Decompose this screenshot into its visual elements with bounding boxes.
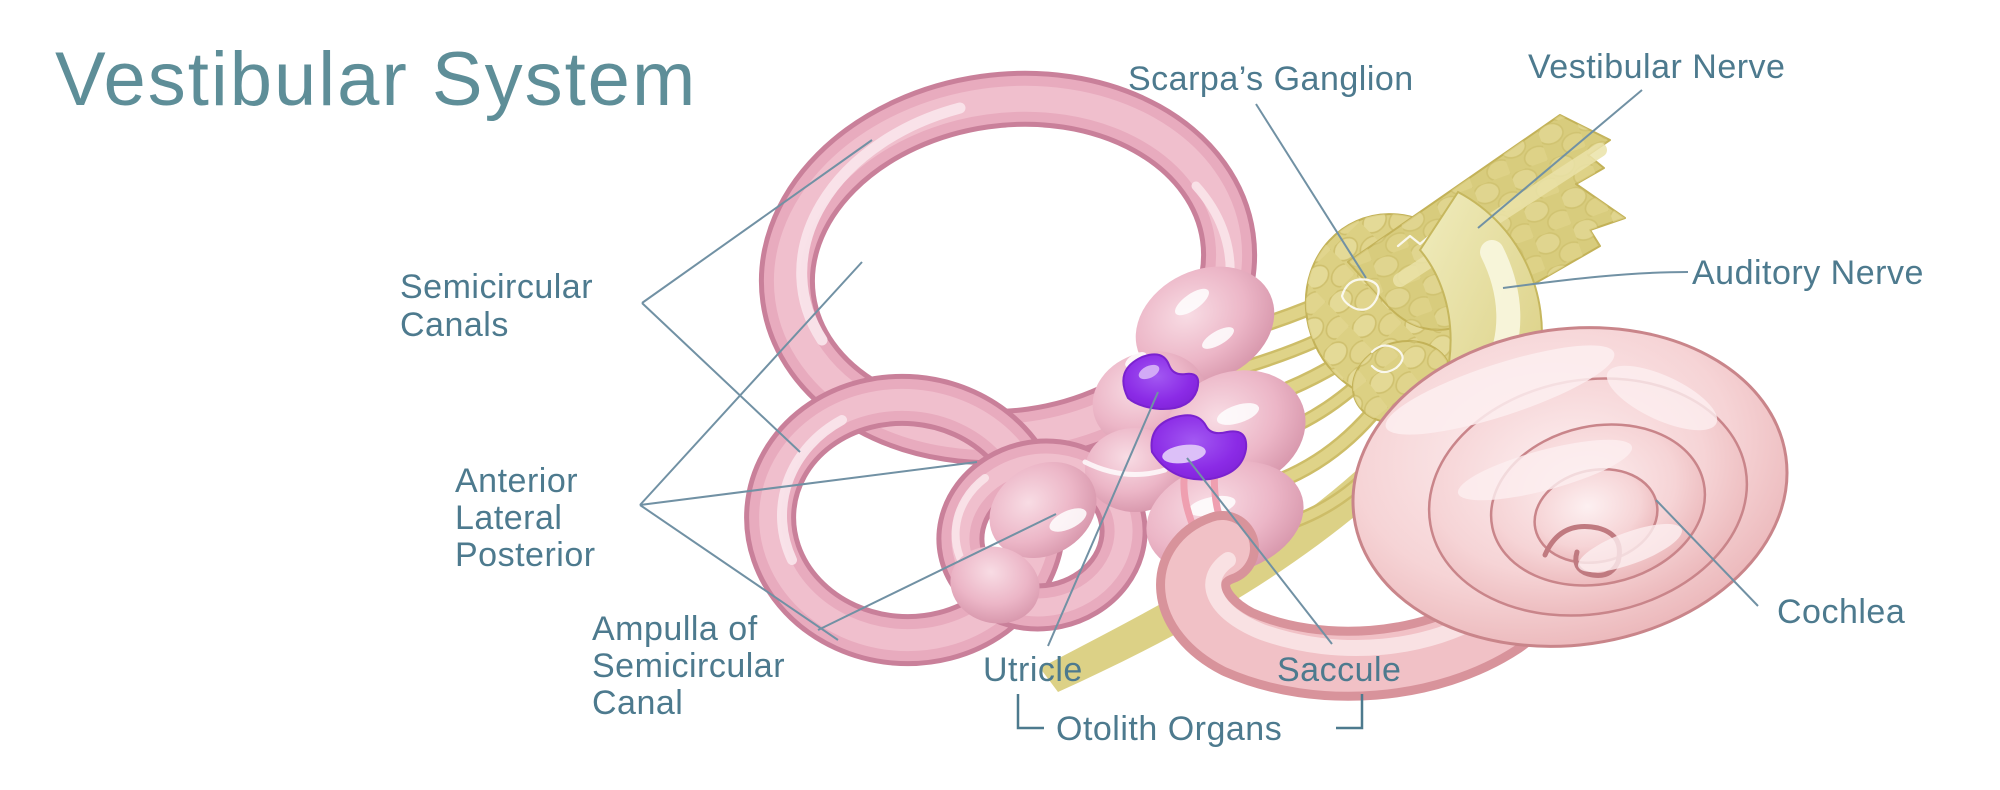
label-otolith-organs: Otolith Organs — [1056, 710, 1282, 748]
label-ampulla-line1: Ampulla of — [592, 610, 758, 648]
leader-semicircular-upper — [641, 139, 873, 304]
label-semicircular-canals-line1: Semicircular — [400, 268, 593, 306]
label-ampulla-line3: Canal — [592, 684, 683, 722]
label-cochlea: Cochlea — [1777, 593, 1905, 631]
label-saccule: Saccule — [1277, 651, 1401, 689]
leader-ampulla — [817, 513, 1057, 631]
leader-anterior — [639, 261, 863, 506]
label-lateral: Lateral — [455, 499, 562, 537]
label-scarpas-ganglion: Scarpa’s Ganglion — [1128, 60, 1414, 98]
leader-cochlea — [1655, 499, 1759, 607]
page-title: Vestibular System — [55, 37, 697, 122]
label-anterior: Anterior — [455, 462, 578, 500]
inferior-nerve-band — [1040, 428, 1425, 692]
otolith-organs-illustration — [1122, 353, 1248, 481]
cochlea-illustration — [1156, 326, 1789, 701]
leader-auditory-nerve — [1502, 271, 1689, 289]
label-semicircular-canals-line2: Canals — [400, 306, 509, 344]
otolith-bracket-left — [1016, 694, 1044, 730]
label-ampulla-line2: Semicircular — [592, 647, 785, 685]
leader-lines — [639, 89, 1759, 730]
utricle-illustration — [1122, 353, 1200, 411]
leader-semicircular-lower — [641, 302, 801, 453]
lateral-canal — [936, 438, 1148, 632]
label-utricle: Utricle — [983, 651, 1083, 689]
otolith-bracket-right — [1336, 694, 1364, 730]
leader-posterior — [639, 504, 839, 641]
label-vestibular-nerve: Vestibular Nerve — [1528, 48, 1785, 86]
leader-scarpas-ganglion — [1255, 103, 1367, 279]
label-posterior: Posterior — [455, 536, 596, 574]
leader-vestibular-nerve — [1477, 89, 1643, 229]
leader-lateral — [639, 461, 978, 506]
semicircular-canals-illustration — [744, 70, 1258, 667]
leader-saccule — [1186, 457, 1333, 645]
label-auditory-nerve: Auditory Nerve — [1692, 254, 1924, 292]
leader-utricle — [1047, 391, 1159, 647]
labels: Vestibular System Scarpa’s Ganglion Vest… — [55, 37, 1924, 748]
